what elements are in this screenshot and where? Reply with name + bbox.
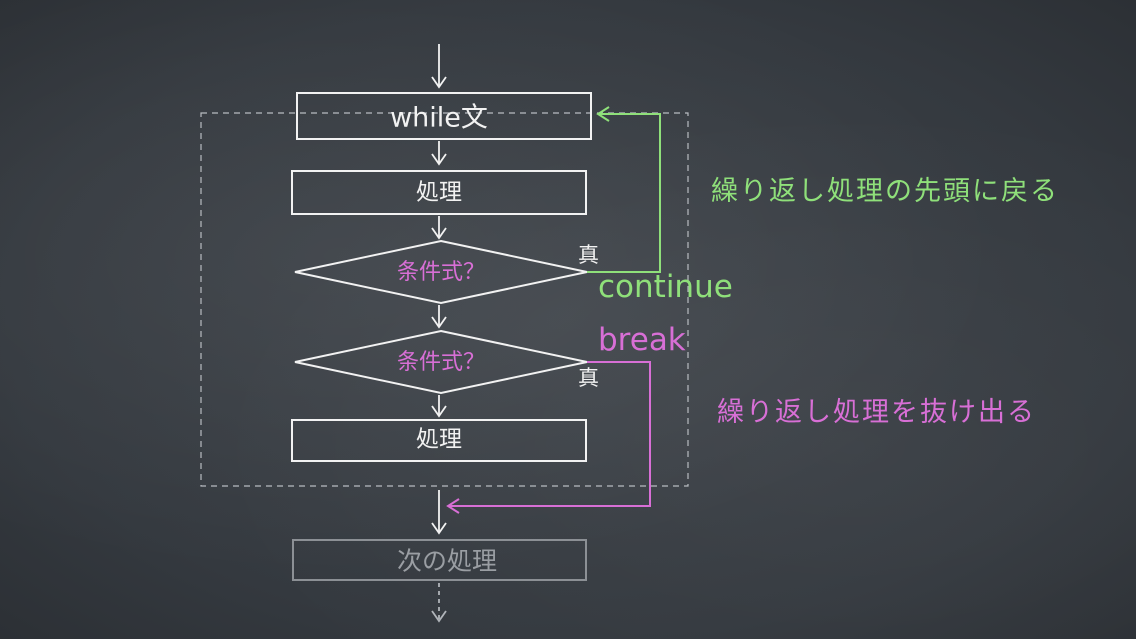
continue-keyword: continue: [598, 269, 733, 305]
condition-diamond-2: [294, 329, 588, 395]
next-process-label: 次の処理: [396, 546, 498, 576]
true-branch-label-1: 真: [578, 243, 599, 267]
arrow-while-to-process: [431, 141, 447, 166]
next-process-box: [292, 539, 587, 581]
true-branch-label-2: 真: [578, 366, 599, 390]
entry-arrow: [431, 44, 447, 89]
loop-boundary: [200, 112, 689, 487]
process-box-1: [291, 170, 587, 215]
arrow-exit-to-next: [431, 490, 447, 535]
while-box: [296, 92, 592, 140]
while-statement-label: while文: [390, 102, 488, 134]
condition-diamond-1: [294, 239, 588, 305]
condition-label-1: 条件式？: [396, 260, 486, 285]
process-label-2: 処理: [416, 426, 462, 453]
arrow-after-next: [431, 583, 447, 623]
arrow-condition-1-to-condition-2: [431, 305, 447, 329]
condition-label-2: 条件式？: [396, 350, 486, 375]
break-keyword: break: [598, 322, 686, 358]
arrow-condition-2-to-process: [431, 395, 447, 418]
process-label-1: 処理: [416, 179, 462, 206]
break-path: [446, 361, 651, 514]
process-box-2: [291, 419, 587, 462]
break-annotation: 繰り返し処理を抜け出る: [717, 397, 1036, 428]
continue-annotation: 繰り返し処理の先頭に戻る: [711, 176, 1059, 207]
arrow-process-to-condition-1: [431, 216, 447, 240]
continue-path: [587, 106, 661, 273]
